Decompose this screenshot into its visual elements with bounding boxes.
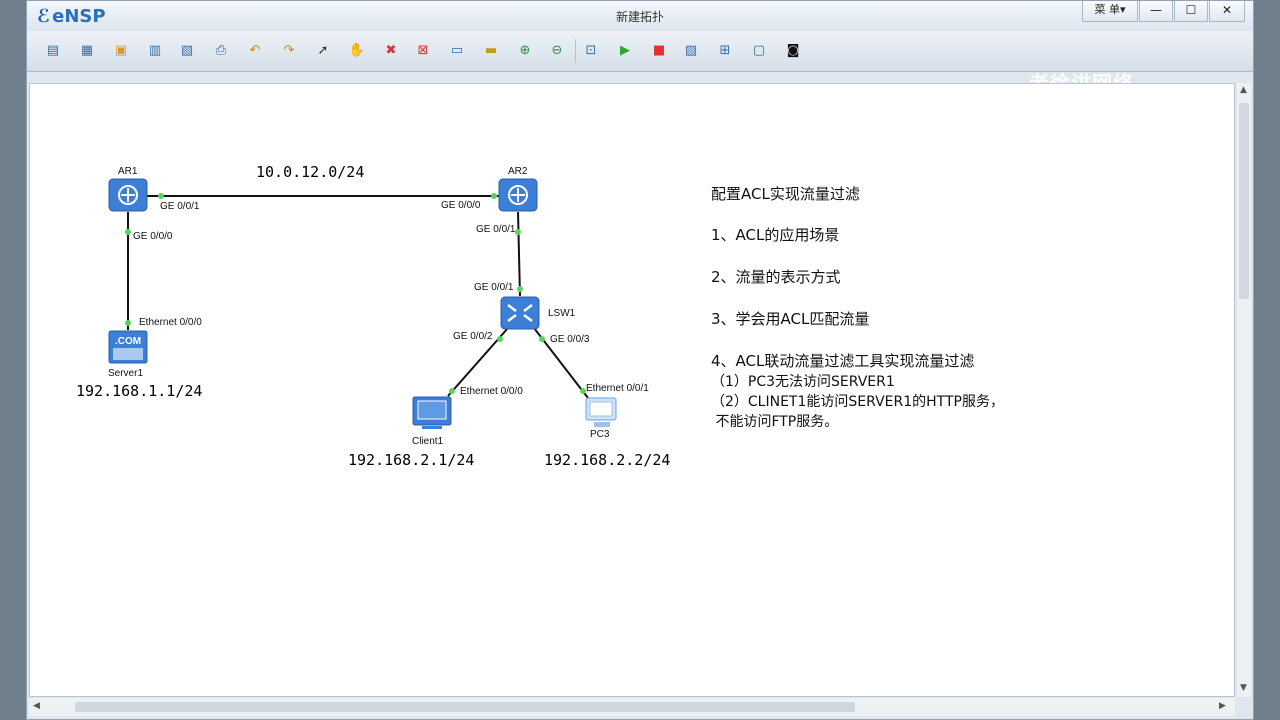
vertical-scroll-thumb[interactable]	[1239, 103, 1249, 299]
port-indicator	[158, 193, 164, 199]
save-as-icon[interactable]: ▧	[180, 43, 194, 58]
switch-icon[interactable]	[500, 296, 540, 330]
scroll-down-icon[interactable]: ▼	[1240, 683, 1247, 693]
port-label: GE 0/0/2	[453, 331, 493, 342]
vertical-scrollbar[interactable]: ▲ ▼	[1237, 83, 1251, 697]
lsw1-label: LSW1	[548, 308, 576, 319]
ar1-label: AR1	[118, 166, 138, 177]
notes-item: 1、ACL的应用场景	[711, 226, 840, 244]
port-label: Ethernet 0/0/1	[586, 383, 649, 394]
maximize-icon[interactable]: ☐	[1174, 1, 1208, 22]
pc-icon[interactable]	[580, 396, 620, 430]
notes-subitem: （1）PC3无法访问SERVER1	[711, 374, 895, 390]
delete-link-icon[interactable]: ⊠	[417, 43, 429, 58]
text-icon[interactable]: ▭	[450, 43, 464, 58]
port-label: GE 0/0/3	[550, 334, 590, 345]
grid-icon[interactable]: ▢	[752, 43, 766, 58]
zoom-in-icon[interactable]: ⊕	[519, 43, 531, 58]
svg-text:.COM: .COM	[115, 336, 141, 347]
port-indicator	[517, 286, 523, 292]
router-icon[interactable]	[108, 178, 148, 212]
topology-links	[127, 195, 589, 399]
scroll-right-icon[interactable]: ▶	[1219, 701, 1226, 711]
notes-text[interactable]: 配置ACL实现流量过滤 1、ACL的应用场景 2、流量的表示方式 3、学会用AC…	[711, 183, 1004, 431]
pc3-label: PC3	[590, 429, 610, 440]
link-subnet-text: 10.0.12.0/24	[256, 163, 365, 181]
port-label: GE 0/0/1	[476, 224, 516, 235]
port-label: GE 0/0/1	[160, 201, 200, 212]
delete-icon[interactable]: ✖	[385, 43, 397, 58]
notes-item: 2、流量的表示方式	[711, 268, 841, 286]
port-label: GE 0/0/1	[474, 282, 514, 293]
notes-subitem: 不能访问FTP服务。	[711, 414, 839, 430]
window-title: 新建拓扑	[615, 10, 664, 24]
port-indicator	[497, 336, 503, 342]
notes-subitem: （2）CLINET1能访问SERVER1的HTTP服务，	[711, 394, 1004, 410]
client1-ip-text: 192.168.2.1/24	[348, 451, 475, 469]
router-icon[interactable]	[498, 178, 538, 212]
notes-title: 配置ACL实现流量过滤	[711, 185, 860, 203]
console-icon[interactable]: ◙	[786, 43, 800, 58]
select-icon[interactable]: ➚	[317, 43, 329, 58]
port-indicator	[125, 229, 131, 235]
zoom-out-icon[interactable]: ⊖	[551, 43, 563, 58]
capture-icon[interactable]: ▨	[684, 43, 698, 58]
port-indicator	[449, 388, 455, 394]
palette-icon[interactable]: ▬	[484, 43, 498, 58]
scroll-left-icon[interactable]: ◀	[33, 701, 40, 711]
scroll-up-icon[interactable]: ▲	[1240, 85, 1247, 95]
pan-hand-icon[interactable]: ✋	[348, 43, 366, 58]
pc3-ip-text: 192.168.2.2/24	[544, 451, 671, 469]
new-topology-icon[interactable]: ▤	[46, 43, 60, 58]
start-icon[interactable]: ▶	[620, 43, 630, 58]
port-label: GE 0/0/0	[441, 200, 481, 211]
open-icon[interactable]: ▣	[114, 43, 128, 58]
new-exam-icon[interactable]: ▦	[80, 43, 94, 58]
fit-icon[interactable]: ⊡	[585, 43, 597, 58]
ar2-label: AR2	[508, 166, 528, 177]
menu-button[interactable]: 菜 单▾	[1082, 1, 1138, 22]
notes-item: 4、ACL联动流量过滤工具实现流量过滤	[711, 352, 975, 370]
app-name: eNSP	[52, 6, 106, 27]
undo-icon[interactable]: ↶	[249, 43, 261, 58]
server-icon[interactable]: .COM	[108, 330, 148, 364]
horizontal-scrollbar[interactable]: ◀ ▶	[29, 698, 1235, 716]
topology-canvas[interactable]: AR1 AR2 LSW1 .COM Server1	[29, 83, 1235, 697]
horizontal-scroll-thumb[interactable]	[75, 702, 855, 712]
minimize-icon[interactable]: —	[1139, 1, 1173, 22]
save-icon[interactable]: ▥	[148, 43, 162, 58]
port-label: Ethernet 0/0/0	[139, 317, 202, 328]
client-icon[interactable]	[412, 396, 452, 430]
redo-icon[interactable]: ↷	[283, 43, 295, 58]
port-label: Ethernet 0/0/0	[460, 386, 523, 397]
port-indicator	[539, 336, 545, 342]
print-icon[interactable]: ⎙	[215, 43, 227, 58]
server1-label: Server1	[108, 368, 144, 379]
topology-icon[interactable]: ⊞	[719, 43, 731, 58]
ensp-logo-icon: ℰ	[37, 6, 51, 27]
port-label: GE 0/0/0	[133, 231, 173, 242]
server1-ip-text: 192.168.1.1/24	[76, 382, 203, 400]
toolbar: ▤ ▦ ▣ ▥ ▧ ⎙ ↶ ↷ ➚ ✋ ✖ ⊠ ▭ ▬ ⊕ ⊖ ⊡ ▶ ■ ▨ …	[27, 31, 1253, 95]
stop-icon[interactable]: ■	[652, 43, 666, 58]
link-ar2-lsw1[interactable]	[517, 211, 521, 297]
port-indicator	[515, 229, 521, 235]
port-indicator	[580, 388, 586, 394]
close-icon[interactable]: ✕	[1209, 1, 1245, 22]
port-indicator	[491, 193, 497, 199]
toolbar-separator	[575, 39, 576, 63]
client1-label: Client1	[412, 436, 444, 447]
notes-item: 3、学会用ACL匹配流量	[711, 310, 870, 328]
port-indicator	[125, 320, 131, 326]
